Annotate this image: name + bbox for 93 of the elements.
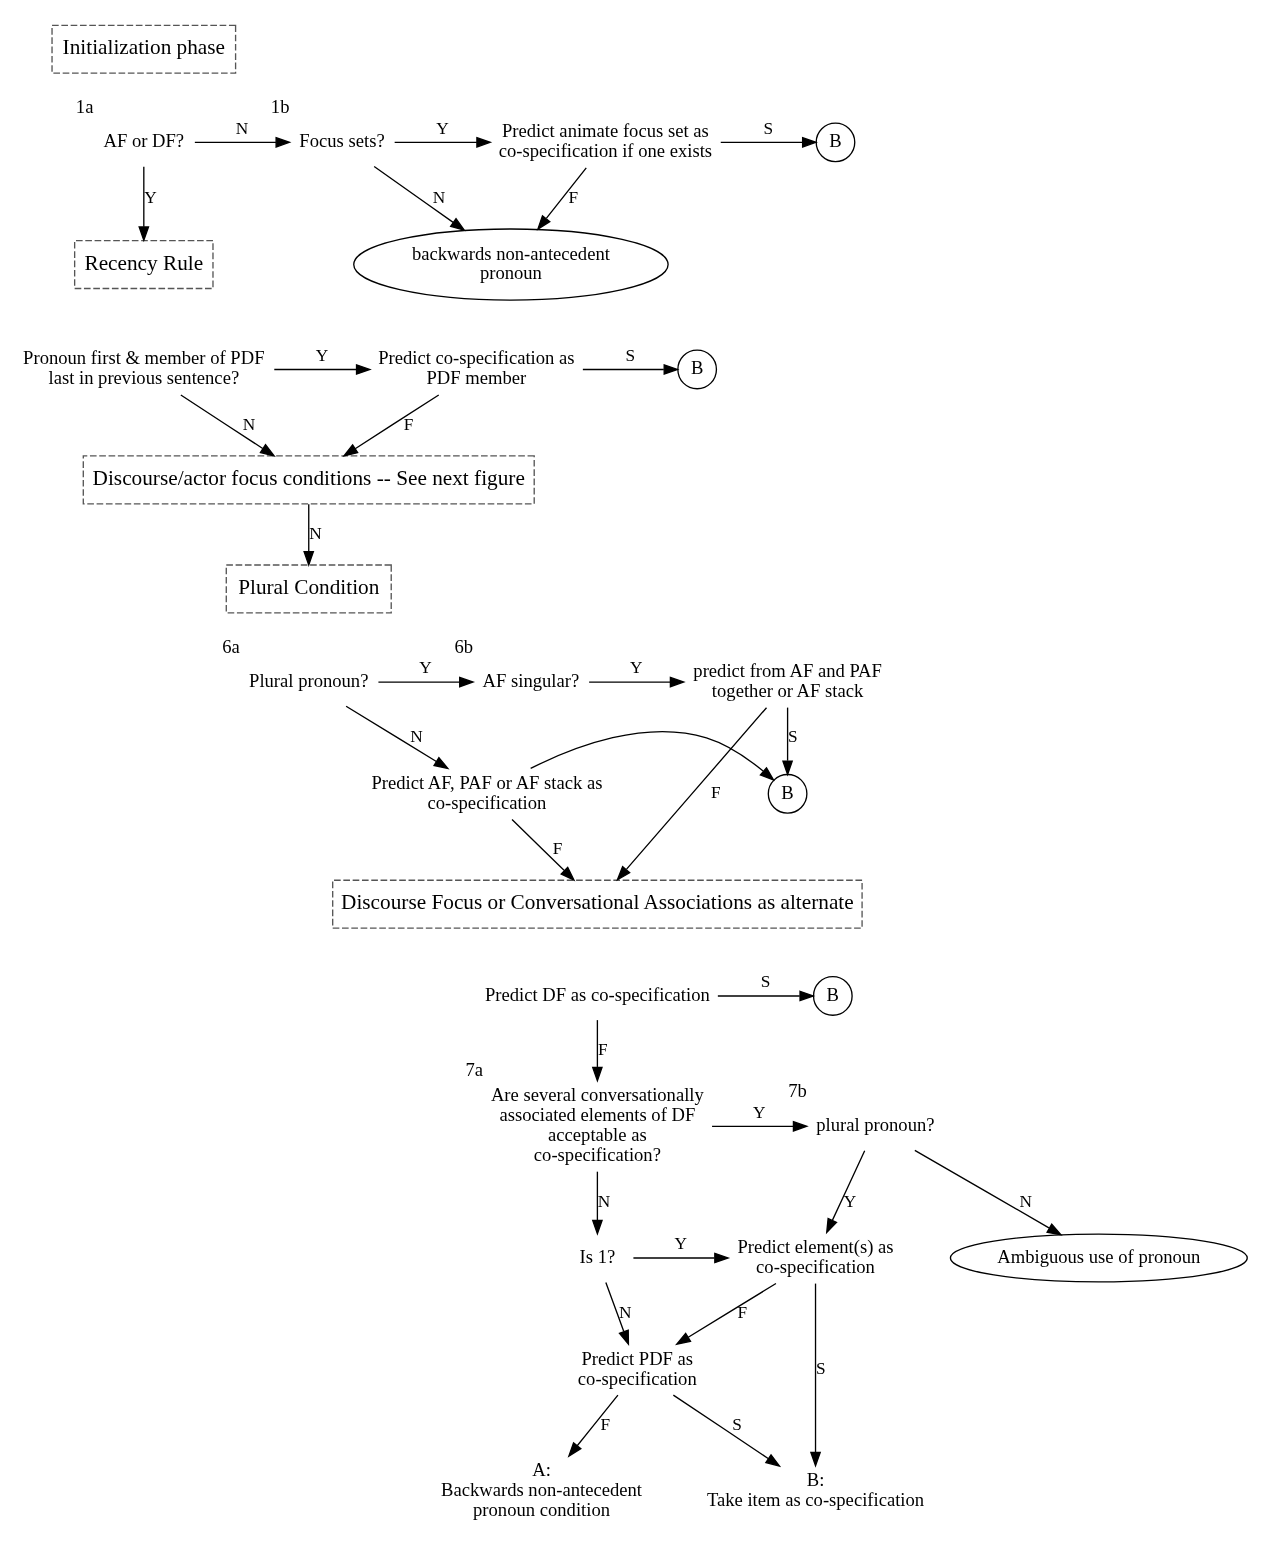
arrow: [675, 1282, 777, 1345]
node-circle: B: [812, 975, 853, 1016]
edge-label: Y: [419, 657, 432, 677]
edge-label: F: [737, 1302, 748, 1322]
node-box: Initialization phase: [51, 24, 237, 74]
edge-label: S: [788, 726, 798, 746]
node-text: Plural pronoun?: [249, 669, 369, 691]
node-text: Predict element(s) as co-specification: [737, 1235, 894, 1277]
arrow: [345, 705, 450, 770]
node-label: 7b: [788, 1079, 807, 1101]
node-text: Predict DF as co-specification: [484, 983, 710, 1005]
node-label: 7a: [465, 1058, 484, 1080]
arrow: [616, 706, 768, 881]
node-text: Focus sets?: [299, 129, 385, 151]
node-label: 6b: [454, 635, 474, 657]
arrow: [567, 1393, 619, 1458]
arrow: [536, 166, 587, 231]
node-label: 1b: [270, 95, 290, 117]
node-circle: B: [677, 349, 718, 389]
edge-label: N: [235, 118, 249, 138]
node-label: 6a: [222, 635, 240, 657]
node-text: B: Take item as co-specification: [706, 1468, 925, 1510]
arrow: [914, 1149, 1063, 1236]
arrow: [591, 1018, 603, 1083]
edge-label: N: [1019, 1191, 1032, 1211]
arrow: [825, 1149, 866, 1234]
arrow: [373, 165, 466, 231]
node-box: Plural Condition: [225, 563, 392, 614]
node-box: Recency Rule: [74, 239, 214, 289]
node-box: Discourse/actor focus conditions -- See next figure: [82, 454, 535, 504]
arrow: [605, 1281, 630, 1346]
node-ellipse: backwards non-antecedent pronoun: [353, 227, 669, 301]
arrow: [530, 730, 776, 781]
node-text: Pronoun first & member of PDF last in previous sentence?: [23, 346, 265, 388]
edge-label: F: [600, 1414, 611, 1434]
arrow: [720, 136, 818, 148]
arrow: [591, 1170, 603, 1236]
arrow: [394, 136, 493, 148]
edge-label: S: [625, 345, 636, 365]
arrow: [632, 1251, 731, 1264]
edge-label: Y: [315, 345, 329, 365]
edge-label: N: [597, 1191, 611, 1211]
arrow: [711, 1120, 809, 1132]
edge-label: F: [403, 414, 414, 434]
node-text: Predict animate focus set as co-specification if one exists: [498, 119, 713, 161]
node-circle: B: [815, 121, 856, 162]
node-text: AF singular?: [482, 669, 580, 691]
arrow: [588, 675, 686, 688]
arrow: [303, 503, 315, 567]
arrow: [342, 393, 440, 457]
edge-label: Y: [843, 1191, 857, 1211]
node-text: predict from AF and PAF together or AF stack: [693, 659, 882, 701]
arrow: [511, 818, 576, 881]
node-text: A: Backwards non-antecedent pronoun condition: [441, 1458, 643, 1520]
edge-label: S: [732, 1414, 742, 1434]
node-text: Are several conversationally associated elements of DF acceptable as co-specification?: [490, 1083, 704, 1165]
edge-label: Y: [144, 187, 157, 207]
node-box: Discourse Focus or Conversational Associations as alternate: [332, 879, 863, 929]
arrow: [138, 165, 150, 242]
edge-label: S: [760, 971, 771, 991]
edge-label: N: [410, 726, 423, 746]
edge-label: Y: [753, 1102, 766, 1122]
edge-label: S: [763, 118, 774, 138]
edge-label: F: [568, 187, 579, 207]
arrow: [672, 1393, 782, 1467]
arrow: [180, 393, 276, 457]
edge-label: Y: [630, 657, 643, 677]
edge-label: N: [309, 523, 322, 543]
node-text: Is 1?: [579, 1245, 616, 1267]
arrow: [273, 363, 372, 375]
node-text: Predict PDF as co-specification: [577, 1347, 697, 1389]
edge-label: S: [816, 1358, 826, 1378]
arrow: [717, 989, 816, 1002]
edge-label: Y: [674, 1233, 688, 1253]
node-text: Predict co-specification as PDF member: [378, 346, 575, 388]
edge-label: F: [552, 838, 563, 858]
node-text: Predict AF, PAF or AF stack as co-specification: [371, 771, 603, 813]
node-label: 1a: [75, 95, 94, 117]
edge-label: N: [619, 1302, 632, 1322]
arrow: [377, 675, 476, 688]
arrow: [582, 363, 680, 375]
node-text: AF or DF?: [103, 129, 185, 151]
edge-label: N: [242, 414, 256, 434]
arrow: [782, 706, 794, 776]
edge-label: Y: [436, 118, 449, 138]
arrow: [809, 1282, 822, 1468]
edge-label: F: [710, 782, 721, 802]
arrow: [194, 136, 292, 148]
node-circle: B: [767, 773, 808, 814]
node-ellipse: Ambiguous use of pronoun: [949, 1232, 1248, 1283]
node-text: plural pronoun?: [816, 1113, 935, 1135]
edge-label: N: [432, 187, 446, 207]
edge-label: F: [597, 1039, 608, 1059]
